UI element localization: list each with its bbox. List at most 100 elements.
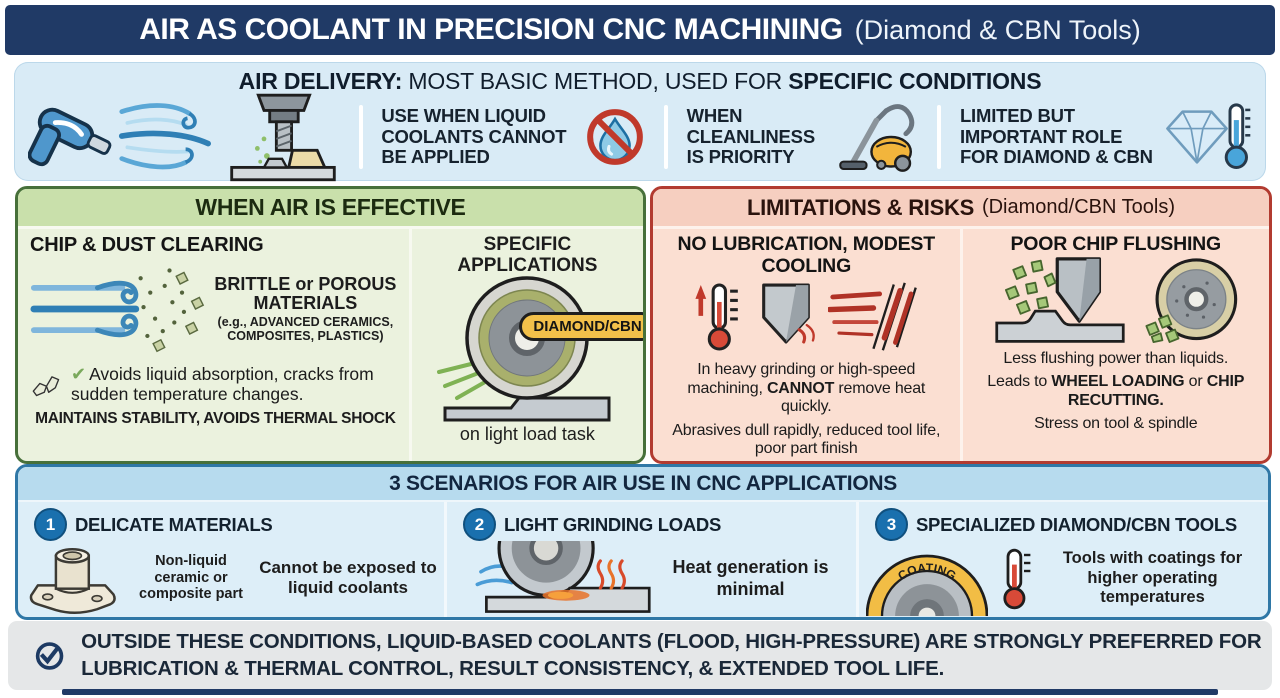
page-title-bar: AIR AS COOLANT IN PRECISION CNC MACHININ… <box>5 5 1275 55</box>
brittle-materials-heading: BRITTLE or POROUS MATERIALS <box>214 274 397 313</box>
brittle-materials-examples: (e.g., ADVANCED CERAMICS, COMPOSITES, PL… <box>217 314 394 343</box>
cutter-tip-icon <box>762 283 816 344</box>
avoid-absorption-label: Avoids liquid absorption, cracks from su… <box>70 363 374 404</box>
chip-flushing-text-3: Stress on tool & spindle <box>1034 415 1198 433</box>
scenarios-section: 3 SCENARIOS FOR AIR USE IN CNC APPLICATI… <box>15 464 1271 620</box>
light-grinding-icon <box>475 541 651 613</box>
chip-flushing-text-1: Less flushing power than liquids. <box>1003 349 1229 367</box>
diamond-thermometer-icon <box>1166 103 1251 169</box>
chip-dust-clearing-column: CHIP & DUST CLEARING <box>18 229 409 461</box>
chip-flushing-p2d: CHIP RECUTTING. <box>1067 373 1245 409</box>
air-condition-diamond-cbn-label: LIMITED BUT IMPORTANT ROLE FOR DIAMOND &… <box>959 104 1153 168</box>
high-speed-lines-icon <box>828 283 918 352</box>
no-lubrication-text-2: Abrasives dull rapidly, reduced tool lif… <box>672 421 941 458</box>
page-title: AIR AS COOLANT IN PRECISION CNC MACHININ… <box>139 13 843 46</box>
no-lubrication-column: NO LUBRICATION, MODEST COOLING <box>653 229 960 461</box>
ceramic-part-icon <box>29 547 116 614</box>
specific-applications-heading: SPECIFIC APPLICATIONS <box>457 234 598 276</box>
air-condition-cleanliness-label: WHEN CLEANLINESS IS PRIORITY <box>686 104 816 168</box>
limitations-section: LIMITATIONS & RISKS (Diamond/CBN Tools) … <box>650 186 1272 464</box>
rising-temperature-icon <box>695 283 739 352</box>
scenario-2-text: Heat generation is minimal <box>672 557 829 599</box>
divider <box>358 105 363 169</box>
milling-tool-icon <box>230 93 336 182</box>
limitations-body: NO LUBRICATION, MODEST COOLING <box>653 229 1269 461</box>
scenario-1-caption: Non-liquid ceramic or composite part <box>139 552 243 603</box>
specific-applications-column: SPECIFIC APPLICATIONS DIAMOND/CBN on lig… <box>408 229 643 461</box>
poor-chip-flushing-column: POOR CHIP FLUSHING <box>959 229 1270 461</box>
no-lubrication-p1b: CANNOT <box>766 379 835 397</box>
air-blow-graphic <box>28 90 340 184</box>
grinding-wheel-graphic: DIAMOND/CBN <box>427 276 643 426</box>
air-condition-liquid: USE WHEN LIQUID COOLANTS CANNOT BE APPLI… <box>381 104 645 168</box>
scenarios-body: 1 DELICATE MATERIALS Non-liquid ceramic … <box>18 502 1268 617</box>
air-condition-liquid-label: USE WHEN LIQUID COOLANTS CANNOT BE APPLI… <box>381 104 567 168</box>
wind-dust-icon <box>30 268 205 353</box>
scenario-3-heading: SPECIALIZED DIAMOND/CBN TOOLS <box>916 513 1237 535</box>
no-lubrication-p1c: remove heat quickly. <box>780 379 926 416</box>
poor-chip-flushing-heading: POOR CHIP FLUSHING <box>1010 233 1222 255</box>
scenario-1-heading: DELICATE MATERIALS <box>75 513 273 535</box>
check-circle-icon <box>35 641 64 670</box>
no-lubrication-text-1: In heavy grinding or high-speed machinin… <box>663 361 950 417</box>
scenario-2-heading: LIGHT GRINDING LOADS <box>504 513 722 535</box>
wheel-loading-icon <box>1145 258 1237 343</box>
stability-note: MAINTAINS STABILITY, AVOIDS THERMAL SHOC… <box>35 410 396 427</box>
scenario-1-number-badge: 1 <box>34 508 67 541</box>
when-air-effective-section: WHEN AIR IS EFFECTIVE CHIP & DUST CLEARI… <box>15 186 646 464</box>
air-stream-icon <box>118 103 211 170</box>
air-delivery-row: USE WHEN LIQUID COOLANTS CANNOT BE APPLI… <box>14 93 1266 182</box>
chip-flushing-p2a: Leads to <box>987 373 1052 391</box>
limitations-title: LIMITATIONS & RISKS (Diamond/CBN Tools) <box>653 189 1269 229</box>
when-air-effective-title: WHEN AIR IS EFFECTIVE <box>18 189 643 229</box>
page-subtitle: (Diamond & CBN Tools) <box>854 14 1141 45</box>
chip-dust-clearing-heading: CHIP & DUST CLEARING <box>30 234 264 256</box>
scenario-3-text: Tools with coatings for higher operating… <box>1062 548 1243 607</box>
no-lubrication-p1a: In heavy grinding or high-speed machinin… <box>687 361 916 397</box>
vacuum-cleaner-icon <box>838 104 914 172</box>
no-liquid-icon <box>587 109 644 165</box>
bottom-accent-line <box>62 689 1218 695</box>
when-air-effective-body: CHIP & DUST CLEARING <box>18 229 643 461</box>
air-gun-icon <box>28 107 112 167</box>
air-delivery-title-lead: AIR DELIVERY: <box>238 68 403 94</box>
no-lubrication-heading: NO LUBRICATION, MODEST COOLING <box>677 233 936 277</box>
limitations-title-bold: LIMITATIONS & RISKS <box>747 194 974 220</box>
scenario-2-number-badge: 2 <box>463 508 496 541</box>
air-delivery-title: AIR DELIVERY: MOST BASIC METHOD, USED FO… <box>14 62 1266 95</box>
footer-note: OUTSIDE THESE CONDITIONS, LIQUID-BASED C… <box>8 621 1272 690</box>
grinding-wheel-icon <box>437 276 611 422</box>
air-condition-cleanliness: WHEN CLEANLINESS IS PRIORITY <box>687 97 919 177</box>
svg-text:COATING: COATING <box>895 561 958 583</box>
brittle-materials-block: BRITTLE or POROUS MATERIALS (e.g., ADVAN… <box>210 275 401 343</box>
scenario-delicate-materials: 1 DELICATE MATERIALS Non-liquid ceramic … <box>18 502 444 617</box>
cracked-part-icon <box>32 376 60 397</box>
avoid-absorption-row: ✔Avoids liquid absorption, cracks from s… <box>30 362 401 406</box>
scenarios-title: 3 SCENARIOS FOR AIR USE IN CNC APPLICATI… <box>18 467 1268 502</box>
scenario-specialized-tools: 3 SPECIALIZED DIAMOND/CBN TOOLS COATING <box>856 502 1268 617</box>
coating-badge: COATING <box>895 561 958 583</box>
scenario-light-grinding: 2 LIGHT GRINDING LOADS <box>444 502 856 617</box>
poor-chip-flushing-icons <box>973 257 1260 345</box>
light-load-caption: on light load task <box>459 424 595 445</box>
air-delivery-title-mid: MOST BASIC METHOD, USED FOR <box>402 68 789 94</box>
chip-flushing-text-2: Leads to WHEEL LOADING or CHIP RECUTTING… <box>973 373 1260 410</box>
check-icon: ✔ <box>70 363 87 384</box>
air-condition-diamond-cbn: LIMITED BUT IMPORTANT ROLE FOR DIAMOND &… <box>960 99 1252 175</box>
limitations-title-normal: (Diamond/CBN Tools) <box>981 196 1175 218</box>
chip-flushing-p2c: or <box>1184 373 1207 391</box>
thermometer-icon <box>1002 548 1030 609</box>
divider <box>663 105 668 169</box>
air-delivery-title-tail: SPECIFIC CONDITIONS <box>788 68 1042 94</box>
avoid-absorption-text: ✔Avoids liquid absorption, cracks from s… <box>71 364 401 404</box>
no-lubrication-icons <box>663 279 950 357</box>
footer-text: OUTSIDE THESE CONDITIONS, LIQUID-BASED C… <box>81 629 1262 680</box>
chip-flushing-p2b: WHEEL LOADING <box>1051 373 1185 391</box>
coated-wheel-icon: COATING <box>865 554 988 616</box>
scenario-3-number-badge: 3 <box>875 508 908 541</box>
diamond-cbn-badge: DIAMOND/CBN <box>519 312 643 342</box>
chip-packed-tool-icon <box>995 257 1125 343</box>
air-delivery-section: AIR DELIVERY: MOST BASIC METHOD, USED FO… <box>14 62 1266 182</box>
divider <box>937 105 942 169</box>
